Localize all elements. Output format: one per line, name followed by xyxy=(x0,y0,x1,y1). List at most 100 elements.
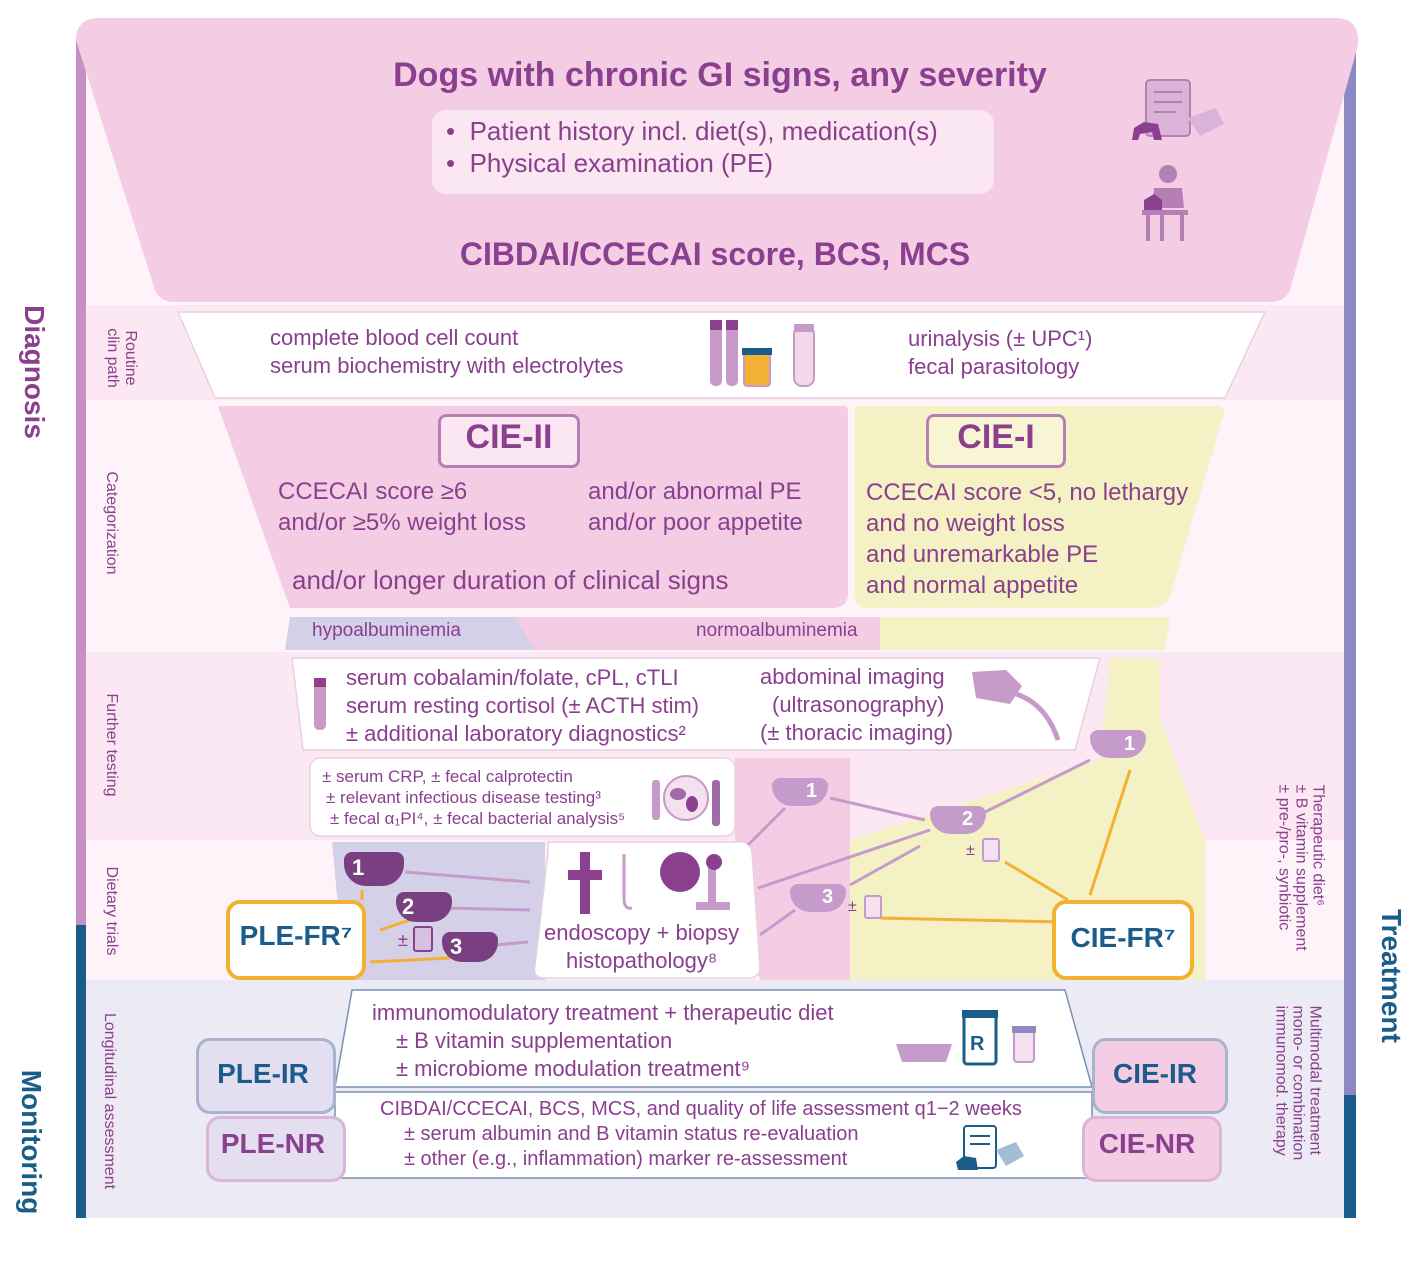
ple-fr-box xyxy=(226,900,366,980)
svg-text:R: R xyxy=(970,1033,985,1055)
treat-microbiome: ± microbiome modulation treatment⁹ xyxy=(396,1056,751,1081)
plusminus-mid2: ± xyxy=(848,898,857,915)
further-img3: (± thoracic imaging) xyxy=(760,720,954,745)
monitoring-label: Monitoring xyxy=(16,1069,47,1215)
diet-bowl-2-mid xyxy=(930,806,986,834)
routine-urinalysis: urinalysis (± UPC¹) xyxy=(908,326,1093,351)
cie1-tag xyxy=(926,414,1066,468)
bullet-history: • Patient history incl. diet(s), medicat… xyxy=(446,116,938,147)
history-box xyxy=(432,110,994,194)
ple-fr-label: PLE-FR⁷ xyxy=(239,920,353,951)
ext-infectious: ± relevant infectious disease testing³ xyxy=(326,788,601,807)
treat-immuno: immunomodulatory treatment + therapeutic… xyxy=(372,1000,834,1025)
treat-lower-3: immunomod. therapy xyxy=(1272,1005,1290,1156)
monitor-albumin: ± serum albumin and B vitamin status re-… xyxy=(404,1123,859,1145)
bullet-pe: • Physical examination (PE) xyxy=(446,148,773,179)
cie-ir-label: CIE-IR xyxy=(1113,1058,1197,1089)
bullet-pe-text: Physical examination (PE) xyxy=(469,148,774,178)
further-lab3: ± additional laboratory diagnostics² xyxy=(346,721,686,746)
cie-ir-box xyxy=(1092,1038,1228,1114)
cie-fr-label: CIE-FR⁷ xyxy=(1070,922,1176,953)
cie2-label: CIE-II xyxy=(465,418,553,456)
blood-tubes-icon xyxy=(710,320,815,387)
monitor-scores: CIBDAI/CCECAI, BCS, MCS, and quality of … xyxy=(380,1098,1022,1120)
ext-crp: ± serum CRP, ± fecal calprotectin xyxy=(322,767,573,786)
cie-nr-label: CIE-NR xyxy=(1098,1128,1196,1159)
cie2-appetite: and/or poor appetite xyxy=(588,509,803,536)
monitor-markers: ± other (e.g., inflammation) marker re-a… xyxy=(404,1148,848,1170)
microscopy-cells-icon xyxy=(652,775,720,826)
bowl-number-3-left: 3 xyxy=(450,934,463,959)
vet-examination-icon xyxy=(1142,165,1188,241)
cie-nr-box xyxy=(1082,1116,1222,1182)
treat-upper-1: Therapeutic diet⁶ xyxy=(1309,784,1327,906)
row-label-further: Further testing xyxy=(103,693,120,797)
supplement-jar-left-icon xyxy=(413,926,433,952)
normoalbuminemia: normoalbuminemia xyxy=(696,620,858,641)
diet-bowl-1-mid xyxy=(772,778,828,806)
routine-biochem: serum biochemistry with electrolytes xyxy=(270,353,624,378)
bullet-history-text: Patient history incl. diet(s), medicatio… xyxy=(469,116,938,146)
treat-upper-3: ± pre-/pro-, synbiotic xyxy=(1275,784,1293,931)
row-label-routine-2: clin path xyxy=(104,328,121,388)
further-img2: (ultrasonography) xyxy=(772,692,945,717)
diet-bowl-3-mid xyxy=(790,884,846,912)
further-lab2: serum resting cortisol (± ACTH stim) xyxy=(346,693,700,718)
diagnosis-bar xyxy=(76,40,86,925)
ultrasound-probe-icon xyxy=(972,670,1061,741)
further-lab1: serum cobalamin/folate, cPL, cTLI xyxy=(346,665,679,690)
treat-bvitamin: ± B vitamin supplementation xyxy=(396,1028,673,1053)
supplement-jar-mid-icon xyxy=(982,838,1000,862)
routine-cbc: complete blood cell count xyxy=(270,325,519,350)
clipboard-monitoring-icon xyxy=(956,1125,1024,1170)
routine-fecal: fecal parasitology xyxy=(908,354,1080,379)
hypoalbuminemia: hypoalbuminemia xyxy=(312,620,461,641)
cie2-pe: and/or abnormal PE xyxy=(588,478,802,505)
ple-ir-box xyxy=(196,1038,336,1114)
treat-upper: Therapeutic diet⁶ ± B vitamin supplement… xyxy=(1276,785,1327,975)
bullet-dot: • xyxy=(446,148,470,178)
cie2-tag xyxy=(438,414,580,468)
treatment-bar-lower xyxy=(1344,1095,1356,1218)
row-label-routine-1: Routine xyxy=(122,330,139,386)
treat-lower-2: mono- or combination xyxy=(1289,1005,1307,1161)
bowl-number-3-mid: 3 xyxy=(822,886,834,908)
treat-upper-2: ± B vitamin supplement xyxy=(1292,784,1310,951)
row-label-dietary: Dietary trials xyxy=(103,866,120,956)
row-label-longitudinal: Longitudinal assessment xyxy=(101,1012,118,1190)
diet-bowl-1-left xyxy=(344,852,404,886)
cie2-duration: and/or longer duration of clinical signs xyxy=(292,565,729,595)
score-heading: CIBDAI/CCECAI score, BCS, MCS xyxy=(459,236,971,272)
blood-tube-icon xyxy=(314,678,326,730)
ple-nr-label: PLE-NR xyxy=(220,1128,326,1159)
ple-nr-box xyxy=(206,1116,346,1182)
cie1-pe: and unremarkable PE xyxy=(866,541,1099,568)
treatment-bar xyxy=(1344,40,1356,1095)
diet-bowl-3-left xyxy=(442,932,498,962)
plusminus-left: ± xyxy=(398,930,408,950)
cie2-weight: and/or ≥5% weight loss xyxy=(278,509,526,536)
cie1-label: CIE-I xyxy=(957,418,1035,456)
cie-fr-box xyxy=(1052,900,1194,980)
treat-lower: Multimodal treatment mono- or combinatio… xyxy=(1273,1006,1324,1206)
cie1-appetite: and normal appetite xyxy=(866,572,1079,599)
bowl-number-1-right: 1 xyxy=(1124,733,1136,755)
bowl-number-1-mid: 1 xyxy=(806,780,818,802)
supplement-jar-mid2-icon xyxy=(864,895,882,919)
cie1-score: CCECAI score <5, no lethargy xyxy=(866,479,1189,506)
diagnosis-label: Diagnosis xyxy=(19,305,50,439)
bowl-number-1-left: 1 xyxy=(352,855,365,880)
clipboard-dog-icon xyxy=(1132,79,1224,140)
main-title: Dogs with chronic GI signs, any severity xyxy=(393,56,1047,94)
endoscope-microscope-icon xyxy=(568,852,730,914)
endoscopy-biopsy: endoscopy + biopsy xyxy=(544,920,740,945)
row-label-categorization: Categorization xyxy=(103,471,120,575)
diet-bowl-1-right xyxy=(1090,730,1146,758)
ple-ir-label: PLE-IR xyxy=(217,1058,309,1089)
row-label-routine: Routine clin path xyxy=(103,313,139,403)
bullet-dot: • xyxy=(446,116,470,146)
treat-lower-1: Multimodal treatment xyxy=(1306,1005,1324,1155)
monitoring-bar xyxy=(76,925,86,1218)
treatment-label: Treatment xyxy=(1376,909,1407,1043)
